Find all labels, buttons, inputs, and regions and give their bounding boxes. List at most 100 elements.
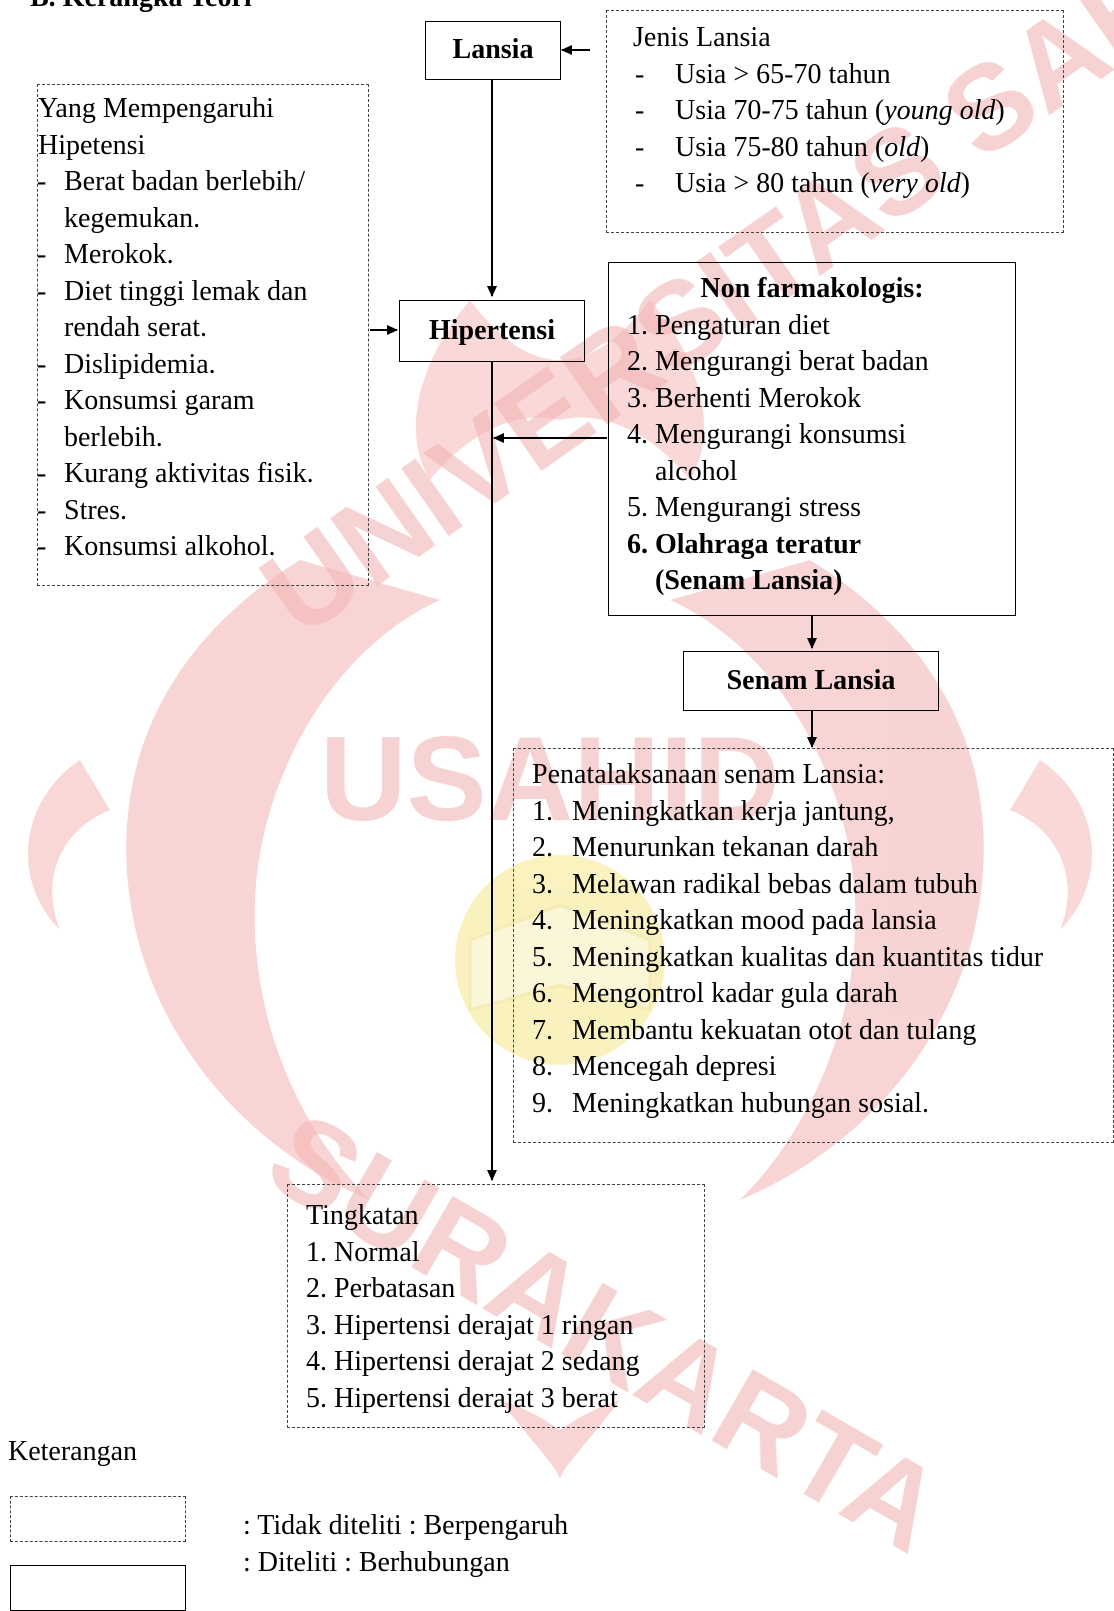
mempengaruhi-item: -Stres. [37, 493, 368, 530]
non-farmakologis-list: 1. Pengaturan diet 2. Mengurangi berat ba… [627, 308, 1015, 600]
hipertensi-node: Hipertensi [399, 300, 585, 362]
jenis-lansia-item: -Usia > 65-70 tahun [633, 57, 1063, 94]
item-emphasis: old [884, 131, 920, 163]
dash-marker: - [37, 385, 47, 416]
penatalaksanaan-item: 1. Meningkatkan kerja jantung, [532, 794, 1113, 831]
non-farmakologis-item: 1. Pengaturan diet [627, 309, 830, 341]
dash-marker: - [635, 131, 645, 163]
jenis-lansia-title: Jenis Lansia [633, 22, 771, 53]
legend-dotted-label: : Tidak diteliti : Berpengaruh [243, 1510, 569, 1541]
mempengaruhi-item-cont: rendah serat. [38, 310, 368, 347]
item-suffix: ) [919, 131, 930, 163]
tingkatan-item: 3. Hipertensi derajat 1 ringan [306, 1309, 634, 1341]
mempengaruhi-item-cont: berlebih. [38, 420, 368, 457]
item-text: Konsumsi alkohol. [64, 531, 276, 562]
penatalaksanaan-item: 6. Mengontrol kadar gula darah [532, 976, 1113, 1013]
tingkatan-item: 1. Normal [306, 1236, 420, 1268]
penatalaksanaan-item: 9.Meningkatkan hubungan sosial. [532, 1086, 1113, 1123]
legend-solid-swatch [10, 1565, 186, 1611]
item-number: 7. [532, 1014, 553, 1046]
penatalaksanaan-item: 7. Membantu kekuatan otot dan tulang [532, 1013, 1113, 1050]
item-text: Menurunkan tekanan darah [572, 832, 879, 863]
item-text: Mencegah depresi [572, 1051, 777, 1082]
dash-marker: - [37, 275, 47, 307]
item-text: Merokok. [64, 239, 174, 270]
section-heading: B. Kerangka Teori [30, 0, 252, 17]
legend-title: Keterangan [8, 1436, 138, 1467]
dash-marker: - [635, 168, 645, 199]
non-farmakologis-title: Non farmakologis: [700, 273, 924, 304]
dash-marker: - [37, 494, 47, 526]
non-farmakologis-item-cont: alcohol [655, 455, 738, 487]
non-farmakologis-item: 3. Berhenti Merokok [627, 382, 862, 414]
item-emphasis: young old [884, 95, 996, 126]
penatalaksanaan-item: 8. Mencegah depresi [532, 1049, 1113, 1086]
legend-dotted-swatch [10, 1496, 186, 1542]
title-line: Yang Mempengaruhi [38, 93, 274, 124]
jenis-lansia-item: -Usia 75-80 tahun (old) [633, 130, 1063, 167]
mempengaruhi-item: -Diet tinggi lemak dan [37, 274, 368, 311]
item-number: 1. [532, 795, 553, 827]
mempengaruhi-item: -Konsumsi alkohol. [37, 529, 368, 566]
item-text: Usia 75-80 tahun ( [675, 131, 885, 163]
item-text: Usia > 65-70 tahun [675, 58, 891, 90]
non-farmakologis-item-cont: (Senam Lansia) [655, 565, 843, 596]
mempengaruhi-item: -Merokok. [37, 237, 368, 274]
item-text: Meningkatkan kualitas dan kuantitas tidu… [572, 941, 1044, 973]
mempengaruhi-list: -Berat badan berlebih/kegemukan.-Merokok… [37, 164, 368, 566]
non-farmakologis-item: 4. Mengurangi konsumsi [627, 419, 907, 450]
penatalaksanaan-item: 5.Meningkatkan kualitas dan kuantitas ti… [532, 940, 1113, 977]
legend-solid-label: : Diteliti : Berhubungan [243, 1547, 510, 1578]
senam-lansia-node: Senam Lansia [683, 651, 939, 711]
dash-marker: - [37, 348, 47, 380]
lansia-node: Lansia [425, 21, 561, 80]
dash-marker: - [635, 95, 645, 126]
dash-marker: - [37, 531, 47, 562]
hipertensi-label: Hipertensi [429, 315, 555, 346]
dash-marker: - [635, 58, 645, 90]
item-suffix: ) [960, 168, 970, 199]
item-text: Usia 70-75 tahun ( [675, 95, 885, 126]
penatalaksanaan-item: 4.Meningkatkan mood pada lansia [532, 903, 1113, 940]
item-text: Membantu kekuatan otot dan tulang [572, 1014, 977, 1046]
tingkatan-list: 1. Normal 2. Perbatasan 3. Hipertensi dera… [306, 1235, 704, 1418]
non-farmakologis-item: 6. Olahraga teratur [627, 528, 862, 560]
penatalaksanaan-box: Penatalaksanaan senam Lansia: 1.Meningka… [513, 748, 1114, 1143]
item-number: 8. [532, 1051, 553, 1082]
item-text: Melawan radikal bebas dalam tubuh [572, 868, 978, 900]
dash-marker: - [37, 239, 47, 270]
item-text: Diet tinggi lemak dan [64, 275, 308, 307]
item-text: rendah serat. [64, 312, 208, 343]
mempengaruhi-item: -Dislipidemia. [37, 347, 368, 384]
item-text: Kurang aktivitas fisik. [64, 458, 314, 489]
jenis-lansia-item: -Usia > 80 tahun (very old) [633, 166, 1063, 203]
jenis-lansia-item: -Usia 70-75 tahun (young old) [633, 93, 1063, 130]
tingkatan-box: Tingkatan 1. Normal 2. Perbatasan 3. Hiper… [287, 1184, 705, 1428]
item-number: 2. [532, 832, 553, 863]
item-text: Konsumsi garam [64, 385, 255, 416]
item-text: Dislipidemia. [64, 348, 216, 380]
item-text: Meningkatkan kerja jantung, [572, 795, 895, 827]
item-text: Mengontrol kadar gula darah [572, 978, 898, 1009]
item-suffix: ) [995, 95, 1005, 126]
dash-marker: - [37, 458, 47, 489]
item-text: Berat badan berlebih/ [64, 166, 306, 197]
penatalaksanaan-item: 3. Melawan radikal bebas dalam tubuh [532, 867, 1113, 904]
penatalaksanaan-list: 1. Meningkatkan kerja jantung, 2. Menurunka… [532, 794, 1113, 1123]
item-emphasis: very old [869, 168, 961, 199]
item-number: 4. [532, 905, 553, 936]
item-number: 3. [532, 868, 553, 900]
mempengaruhi-item: -Kurang aktivitas fisik. [37, 456, 368, 493]
mempengaruhi-item: -Konsumsi garam [37, 383, 368, 420]
mempengaruhi-item-cont: kegemukan. [38, 201, 368, 238]
senam-lansia-label: Senam Lansia [726, 665, 896, 696]
non-farmakologis-item: 2. Mengurangi berat badan [627, 346, 929, 377]
non-farmakologis-box: Non farmakologis: 1. Pengaturan diet 2. M… [608, 262, 1016, 616]
item-number: 6. [532, 978, 553, 1009]
tingkatan-item: 2. Perbatasan [306, 1273, 456, 1304]
tingkatan-title: Tingkatan [306, 1200, 419, 1231]
item-text: Stres. [64, 494, 127, 526]
